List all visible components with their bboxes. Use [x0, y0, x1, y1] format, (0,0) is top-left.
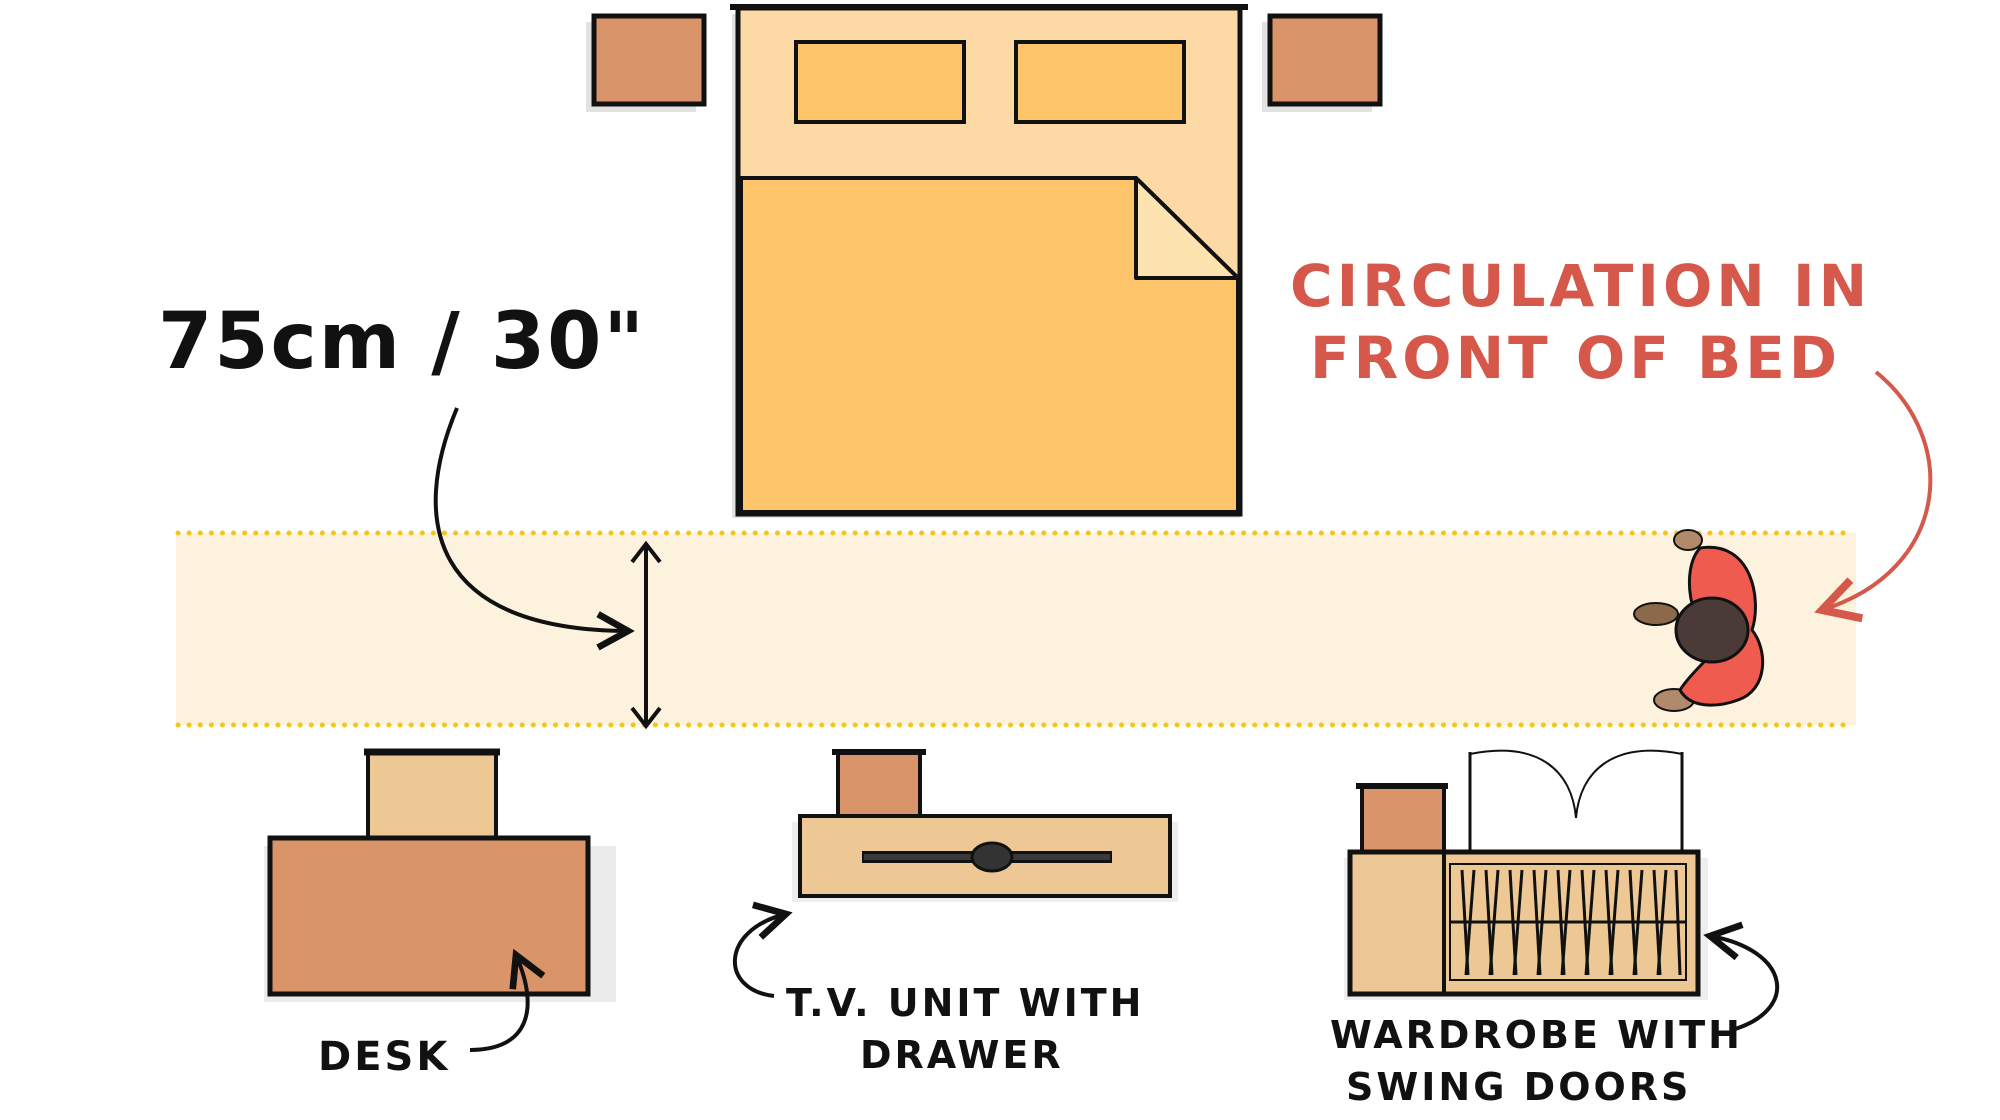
desk [264, 748, 616, 1002]
wardrobe-side-cabinet [1360, 784, 1446, 854]
pillow-left [794, 40, 966, 124]
wardrobe-hangers [1460, 869, 1682, 976]
wardrobe-label-arrow [1710, 936, 1780, 1032]
nightstand-right [1267, 13, 1383, 107]
desk-top [267, 835, 591, 997]
nightstand-left [591, 13, 707, 107]
person-head [1674, 596, 1750, 664]
tv-label-arrow [733, 914, 786, 998]
bed [730, 4, 1248, 518]
desk-chair [366, 750, 498, 842]
dimension-label: 75cm / 30" [158, 297, 646, 387]
wardrobe-door-swing-left [1469, 749, 1577, 819]
desk-label: DESK [318, 1034, 450, 1080]
wardrobe-door-swing-right [1575, 749, 1683, 819]
tv-label-line1: T.V. UNIT WITH [786, 981, 1145, 1025]
dimension-leader-arrow [433, 407, 628, 631]
tv-cabinet [836, 750, 922, 818]
tv-drawer-knob [970, 841, 1014, 873]
wardrobe-label-line1: WARDROBE WITH [1330, 1013, 1743, 1057]
circulation-label-line1: CIRCULATION IN [1290, 252, 1871, 320]
pillow-right [1014, 40, 1186, 124]
circulation-pointer-arrow [1822, 370, 1933, 610]
dimension-double-arrow [630, 540, 662, 730]
tv-unit [792, 749, 1178, 902]
duvet [739, 176, 1240, 514]
desk-label-arrow [469, 955, 528, 1052]
tv-label-line2: DRAWER [860, 1033, 1064, 1077]
person-top-view [1633, 529, 1765, 712]
wardrobe-label-line2: SWING DOORS [1346, 1065, 1691, 1109]
wardrobe [1344, 749, 1708, 1000]
duvet-fold [1134, 176, 1240, 280]
circulation-zone [175, 530, 1857, 728]
circulation-label-line2: FRONT OF BED [1310, 324, 1841, 392]
